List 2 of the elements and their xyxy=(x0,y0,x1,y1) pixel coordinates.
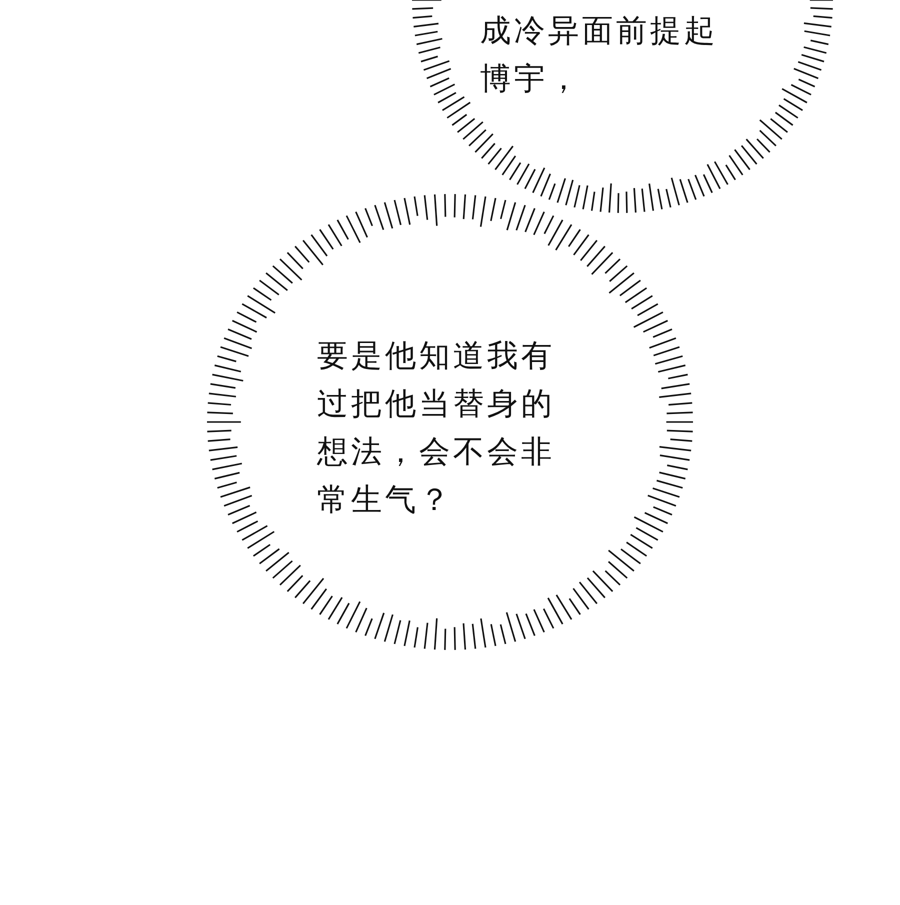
thought-text: 成冷异面前提起博宇， xyxy=(480,12,719,99)
thought-text: 要是他知道我有过把他当替身的想法，会不会非常生气？ xyxy=(317,337,556,520)
